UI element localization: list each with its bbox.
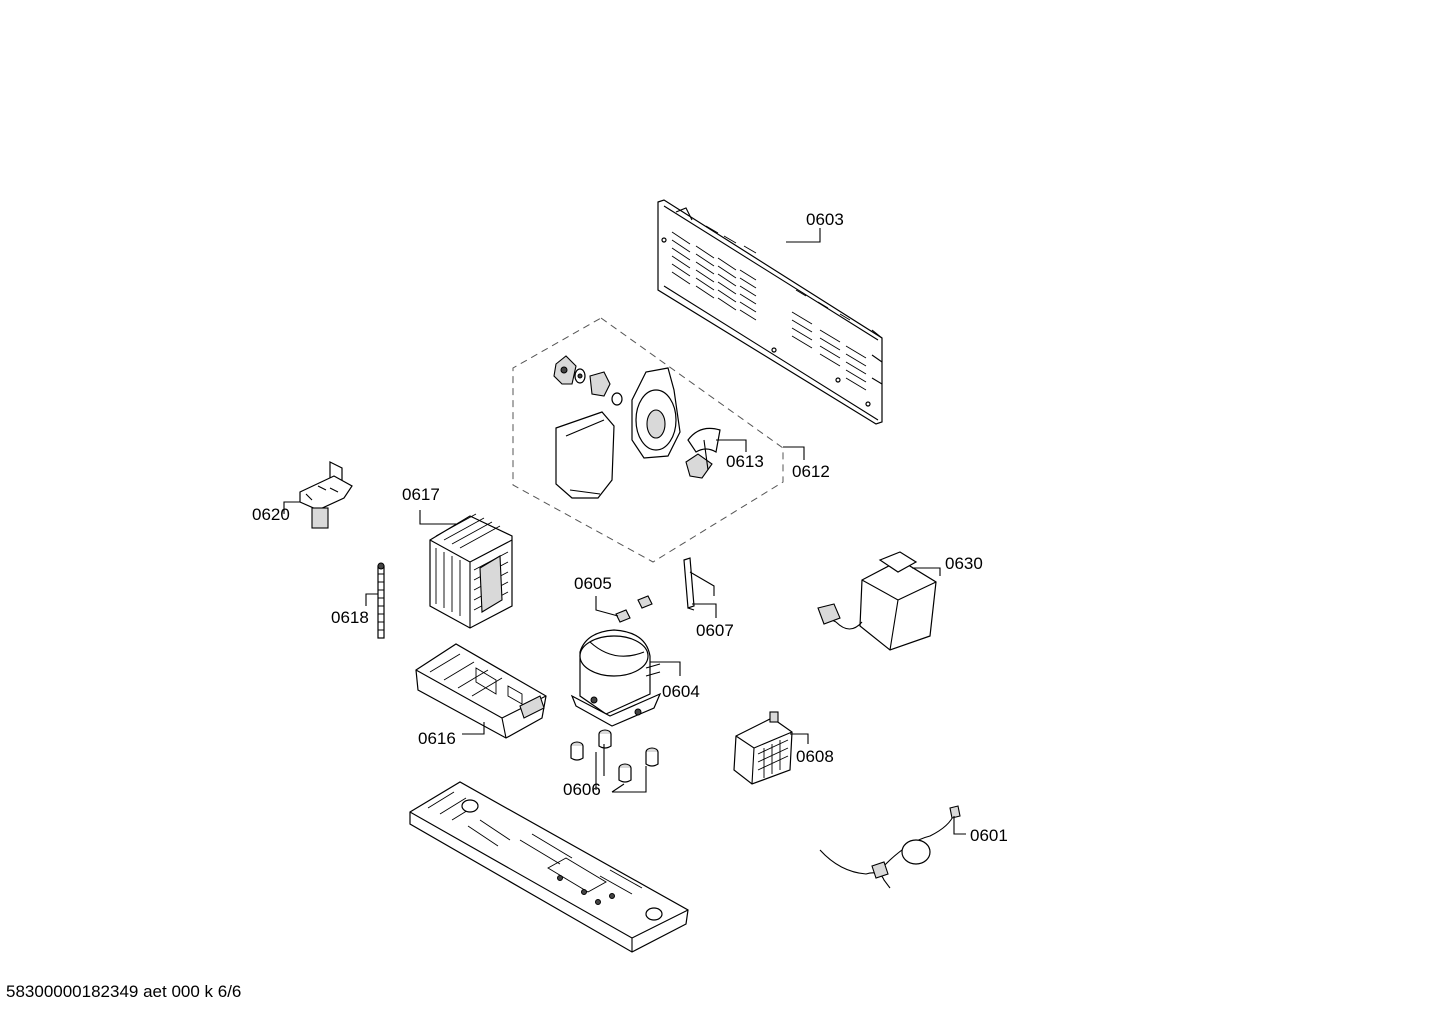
callout-0606: 0606 [563,780,601,799]
callout-0620: 0620 [252,505,290,524]
callout-0607: 0607 [696,621,734,640]
leader-0618 [365,593,378,606]
leader-0613 [716,439,747,452]
leader-0605 [595,596,619,617]
leader-0607 [692,603,717,618]
part-bottom-cover-plate[interactable] [409,781,689,953]
callout-0613: 0613 [726,452,764,471]
leader-0606 [595,744,647,793]
part-0630-control-box[interactable] [817,551,937,651]
callout-0618: 0618 [331,608,369,627]
leader-0630 [912,567,941,576]
document-footer-id: 58300000182349 aet 000 k 6/6 [6,982,242,1001]
callout-0601: 0601 [970,826,1008,845]
callout-0604: 0604 [662,682,700,701]
part-0617-condenser[interactable] [429,513,513,629]
leader-0616 [462,722,485,735]
callout-0630: 0630 [945,554,983,573]
part-0605-clips[interactable] [615,595,653,623]
part-0616-base-tray[interactable] [415,643,547,739]
leader-0601 [953,816,966,835]
part-0613-fan-blade[interactable] [685,427,721,479]
leader-0608 [790,733,809,744]
leader-0604 [650,661,681,676]
callout-0616: 0616 [418,729,456,748]
leader-0612 [783,446,805,460]
callout-0605: 0605 [574,574,612,593]
leader-0617 [419,510,456,525]
part-0606-grommets[interactable] [570,729,659,783]
callout-0608: 0608 [796,747,834,766]
part-0601-sensor-cable[interactable] [819,805,961,889]
part-0618-drier[interactable] [377,562,385,639]
part-0603-rear-panel[interactable] [657,199,883,425]
part-0620-valve[interactable] [299,461,353,529]
leader-0620 [283,501,300,514]
part-0607-bracket[interactable] [683,557,715,611]
leader-0603 [786,228,821,243]
group-0612-outline [512,317,784,563]
callout-0603: 0603 [806,210,844,229]
part-0604-compressor[interactable] [570,629,662,727]
callout-0612: 0612 [792,462,830,481]
part-fan-motor-set[interactable] [553,355,681,499]
part-0608-filter-cartridge[interactable] [733,711,793,785]
callout-0617: 0617 [402,485,440,504]
